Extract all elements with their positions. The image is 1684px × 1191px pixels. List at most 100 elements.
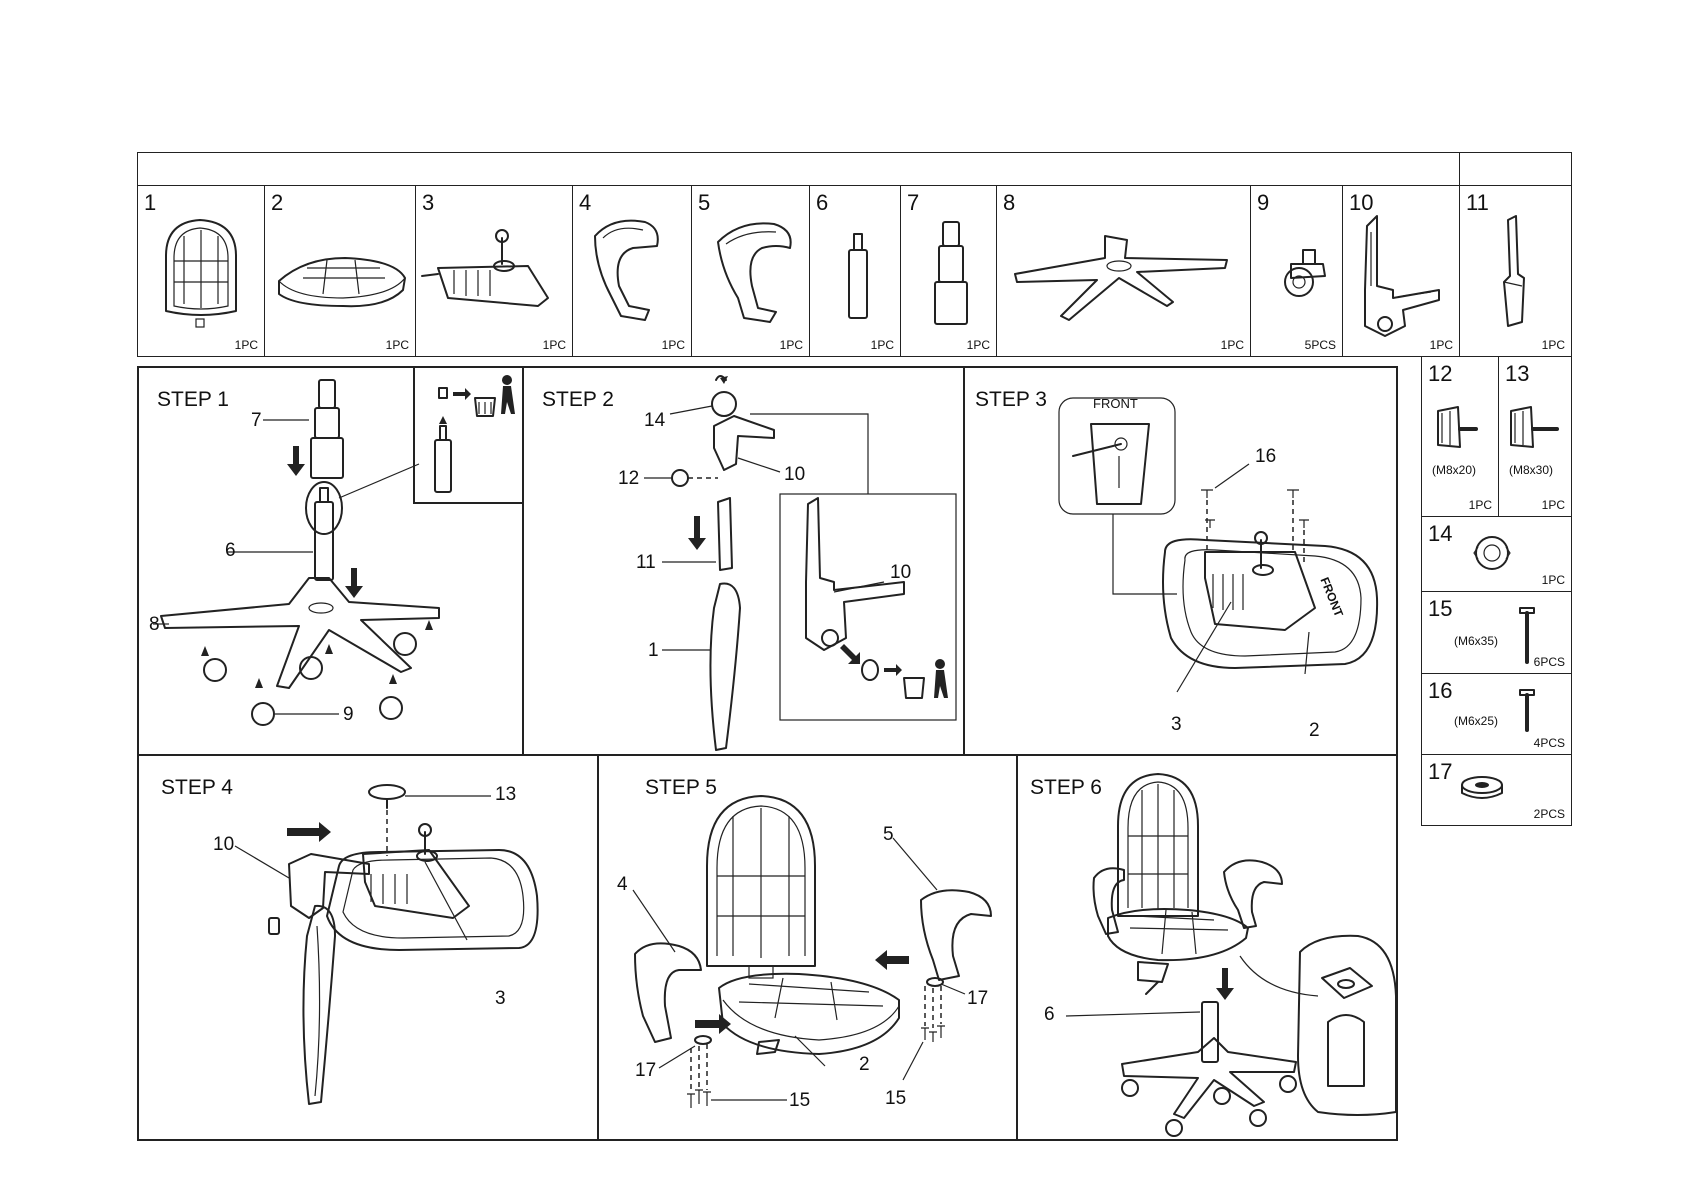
part-cell-5: 5 1PC (691, 185, 810, 357)
part-number: 2 (271, 190, 284, 215)
star-base-icon (1014, 235, 1228, 321)
right-armrest-icon (717, 222, 792, 323)
part-number: 6 (816, 190, 829, 215)
step-4-panel: STEP 4 13 10 3 (137, 754, 599, 1141)
step-3-illustration (1058, 397, 1379, 693)
part-quantity: 1PC (1220, 338, 1244, 352)
callout-17-left: 17 (635, 1060, 657, 1081)
step-title: STEP 5 (645, 776, 717, 799)
gas-lift-icon (848, 233, 868, 319)
hardware-cell-15: 15 (M6x35) 6PCS (1421, 591, 1572, 674)
part-cell-3: 3 1PC (415, 185, 573, 357)
callout-14: 14 (644, 410, 666, 431)
remove-cap-inset (434, 375, 515, 493)
bracket-cover-icon (1503, 215, 1525, 327)
hardware-quantity: 1PC (1541, 498, 1565, 512)
step-4-illustration (234, 784, 539, 1105)
part-quantity: 1PC (385, 338, 409, 352)
hardware-number: 14 (1428, 521, 1453, 546)
part-cell-10: 10 1PC (1342, 185, 1460, 357)
part-cell-8: 8 1PC (996, 185, 1251, 357)
callout-6: 6 (1044, 1004, 1055, 1025)
step-title: STEP 6 (1030, 776, 1102, 799)
hardware-cell-17: 17 2PCS (1421, 754, 1572, 826)
callout-17-right: 17 (967, 988, 989, 1009)
part-quantity: 1PC (1541, 338, 1565, 352)
part-quantity: 1PC (870, 338, 894, 352)
step-3-panel: STEP 3 FRONT FRONT 16 3 2 (963, 366, 1398, 756)
part-number: 8 (1003, 190, 1016, 215)
callout-15-left: 15 (789, 1090, 811, 1111)
callout-8: 8 (149, 614, 160, 635)
knob-bolt-m8x30-icon (1510, 406, 1559, 448)
hardware-number: 13 (1505, 361, 1530, 386)
callout-2: 2 (859, 1054, 870, 1075)
hardware-number: 17 (1428, 759, 1453, 784)
part-number: 9 (1257, 190, 1270, 215)
callout-3: 3 (1171, 714, 1182, 735)
bolt-m6x35-icon (1519, 607, 1535, 664)
callout-12: 12 (618, 468, 640, 489)
part-number: 7 (907, 190, 920, 215)
part-cell-11: 11 1PC (1459, 185, 1572, 357)
part-quantity: 1PC (1429, 338, 1453, 352)
hardware-quantity: 1PC (1541, 573, 1565, 587)
part-cell-4: 4 1PC (572, 185, 692, 357)
step-5-panel: STEP 5 5 4 17 17 2 15 15 (597, 754, 1018, 1141)
hardware-cell-16: 16 (M6x25) 4PCS (1421, 673, 1572, 755)
callout-16: 16 (1255, 446, 1277, 467)
seat-mechanism-icon (421, 229, 549, 307)
callout-3: 3 (495, 988, 506, 1009)
part-cell-9: 9 5PCS (1250, 185, 1343, 357)
callout-13: 13 (495, 784, 517, 805)
part-number: 10 (1349, 190, 1374, 215)
callout-10: 10 (784, 464, 806, 485)
callout-9: 9 (343, 704, 354, 725)
hardware-cell-12: 12 (M8x20) 1PC (1421, 356, 1499, 517)
step-title: STEP 1 (157, 388, 229, 411)
backrest-bracket-icon (1364, 215, 1440, 337)
step-1-inset (413, 366, 524, 504)
hardware-quantity: 4PCS (1533, 736, 1565, 750)
knob-bolt-m8x20-icon (1437, 406, 1478, 448)
adjustment-knob-icon (1473, 536, 1511, 570)
hardware-number: 12 (1428, 361, 1453, 386)
part-quantity: 1PC (234, 338, 258, 352)
hardware-spec: (M6x25) (1454, 714, 1499, 728)
part-cell-7: 7 1PC (900, 185, 997, 357)
step-2-panel: STEP 2 14 12 10 11 1 10 (522, 366, 965, 756)
step-title: STEP 2 (542, 388, 614, 411)
hardware-cell-14: 14 1PC (1421, 516, 1572, 592)
step-6-panel: STEP 6 6 (1016, 754, 1398, 1141)
hardware-spec: (M8x30) (1509, 463, 1554, 477)
callout-1: 1 (648, 640, 659, 661)
part-quantity: 1PC (542, 338, 566, 352)
part-quantity: 5PCS (1304, 338, 1336, 352)
part-number: 4 (579, 190, 592, 215)
header-strip (137, 152, 1572, 186)
callout-15-right: 15 (885, 1088, 907, 1109)
step-1-illustration (153, 379, 440, 726)
callout-10: 10 (213, 834, 235, 855)
hardware-number: 16 (1428, 678, 1453, 703)
part-number: 5 (698, 190, 711, 215)
callout-11: 11 (636, 552, 656, 573)
step-5-illustration (632, 795, 992, 1108)
callout-2: 2 (1309, 720, 1320, 741)
hardware-quantity: 6PCS (1533, 655, 1565, 669)
part-cell-6: 6 1PC (809, 185, 901, 357)
caster-wheel-icon (1284, 249, 1326, 297)
step-2-illustration (644, 375, 957, 751)
callout-7: 7 (251, 410, 262, 431)
washer-icon (1461, 776, 1503, 799)
callout-5: 5 (883, 824, 894, 845)
hardware-cell-13: 13 (M8x30) 1PC (1498, 356, 1572, 517)
step-title: STEP 4 (161, 776, 233, 799)
part-number: 11 (1466, 190, 1489, 215)
part-quantity: 1PC (779, 338, 803, 352)
hardware-spec: (M8x20) (1432, 463, 1477, 477)
left-armrest-icon (594, 219, 659, 321)
hardware-spec: (M6x35) (1454, 634, 1499, 648)
part-quantity: 1PC (661, 338, 685, 352)
